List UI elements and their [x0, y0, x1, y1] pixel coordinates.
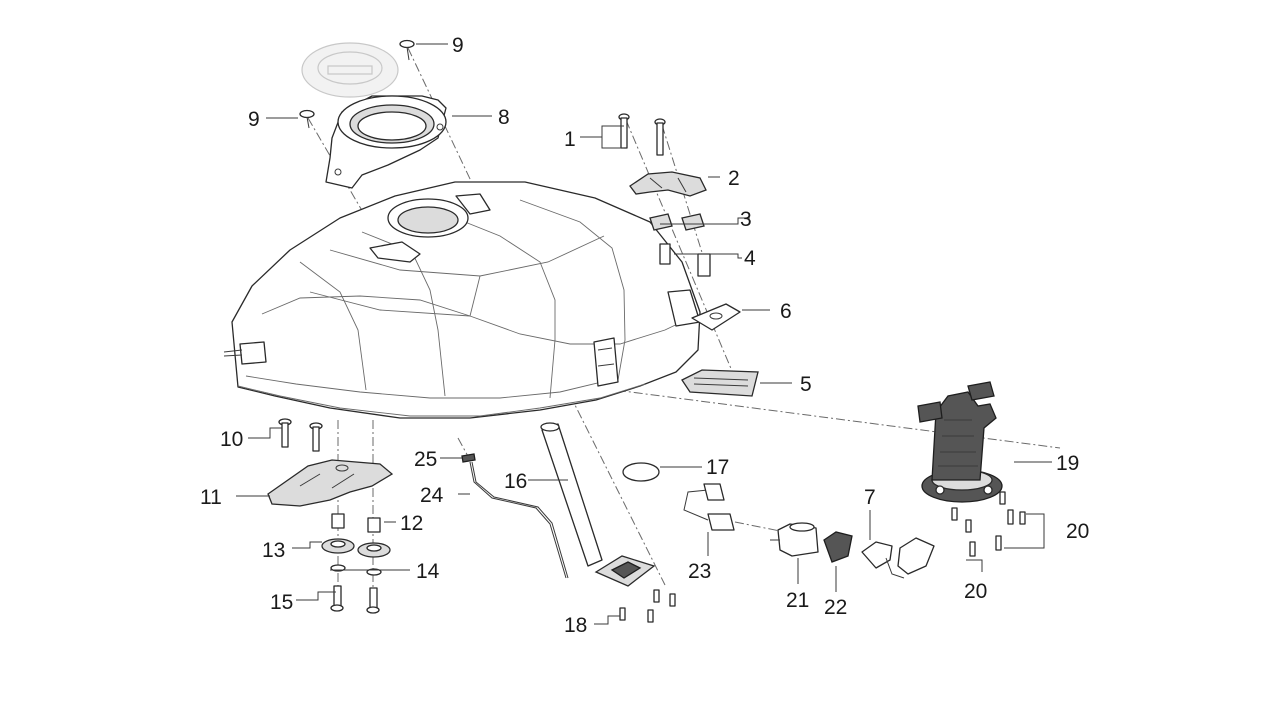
fuel-pump-19 — [917, 381, 1003, 503]
callout-7: 7 — [864, 486, 876, 509]
callout-20-bottom: 20 — [964, 580, 987, 603]
callout-23: 23 — [688, 560, 711, 583]
callout-16: 16 — [504, 470, 527, 493]
bolt-1-right — [654, 118, 666, 156]
collar-4-left — [659, 243, 671, 265]
callout-3: 3 — [740, 208, 752, 231]
callout-12: 12 — [400, 512, 423, 535]
callout-1: 1 — [564, 128, 576, 151]
bolt-10-left — [278, 418, 292, 448]
fuel-level-sender-16 — [540, 422, 656, 587]
leader-lines — [236, 43, 1052, 625]
collar-4-right — [697, 253, 711, 277]
callout-4: 4 — [744, 247, 756, 270]
bolt-1-left — [618, 113, 630, 149]
fuel-pipe-23 — [683, 483, 735, 531]
callout-14: 14 — [416, 560, 440, 583]
callout-11: 11 — [200, 486, 222, 509]
callouts: 9 9 8 1 2 3 4 6 5 19 10 25 16 17 7 11 24… — [200, 34, 1089, 637]
callout-18: 18 — [564, 614, 587, 637]
grommet-3-right — [681, 213, 705, 231]
callout-24: 24 — [420, 484, 444, 507]
clip-25 — [461, 453, 476, 463]
o-ring-17 — [622, 462, 660, 482]
callout-17: 17 — [706, 456, 729, 479]
rubber-pad-5 — [681, 369, 759, 397]
callout-2: 2 — [728, 167, 740, 190]
callout-19: 19 — [1056, 452, 1079, 475]
callout-8: 8 — [498, 106, 510, 129]
bolt-10-right — [309, 422, 323, 452]
callout-25: 25 — [414, 448, 437, 471]
mounting-bracket-11 — [267, 459, 394, 507]
collar-12-right — [367, 517, 381, 533]
bolt-15-left — [330, 585, 344, 612]
fuel-tank-body — [223, 181, 701, 419]
callout-15: 15 — [270, 591, 293, 614]
screw-9-left — [299, 109, 315, 129]
grommet-13-left — [321, 538, 355, 554]
collar-12-left — [331, 513, 345, 529]
callout-6: 6 — [780, 300, 792, 323]
callout-20-right: 20 — [1066, 520, 1089, 543]
screws-18 — [619, 589, 676, 623]
grommet-13-right — [357, 542, 391, 558]
clamp-22 — [823, 531, 853, 563]
callout-13: 13 — [262, 539, 285, 562]
screws-20 — [951, 491, 1026, 557]
screw-9-top — [399, 39, 415, 61]
grommet-3-left — [649, 213, 673, 231]
bolt-15-right — [366, 587, 380, 614]
bracket-6 — [691, 303, 741, 331]
callout-9-left: 9 — [248, 108, 260, 131]
filler-neck-flange — [325, 95, 447, 189]
callout-9-top: 9 — [452, 34, 464, 57]
callout-10: 10 — [220, 428, 243, 451]
callout-21: 21 — [786, 589, 809, 612]
bracket-2 — [629, 171, 707, 197]
fuel-cap — [301, 42, 399, 98]
callout-5: 5 — [800, 373, 812, 396]
fuel-filter-21 — [770, 522, 819, 557]
drain-hose-24 — [469, 461, 569, 579]
callout-22: 22 — [824, 596, 847, 619]
fuel-connector-7 — [861, 537, 935, 579]
